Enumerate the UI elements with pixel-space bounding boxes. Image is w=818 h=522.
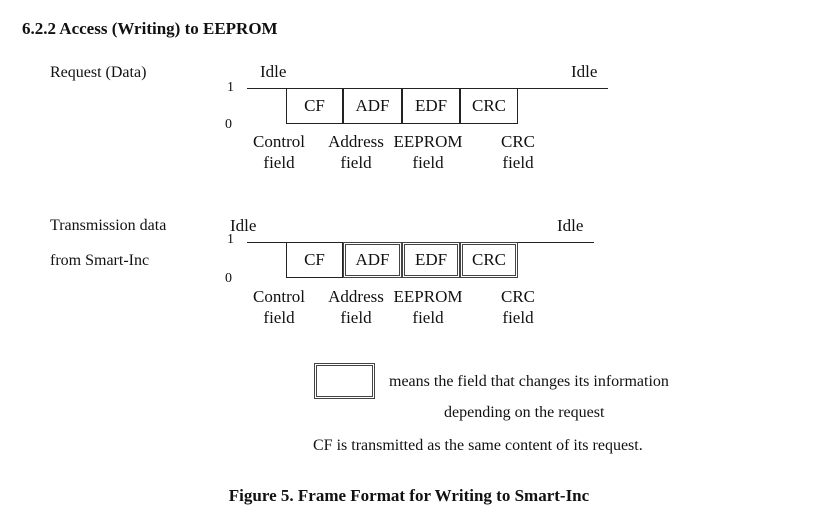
transmission-cf-caption: Control field bbox=[234, 286, 324, 328]
caption-line1: EEPROM bbox=[393, 132, 463, 151]
caption-line1: CRC bbox=[500, 287, 536, 306]
caption-line2: field bbox=[412, 308, 444, 327]
request-idle-end: Idle bbox=[571, 62, 598, 81]
request-idle-line-end bbox=[518, 88, 608, 89]
transmission-level-low: 0 bbox=[225, 271, 232, 286]
caption-line2: field bbox=[263, 153, 295, 172]
request-crc-caption: CRC field bbox=[473, 131, 563, 173]
transmission-adf-caption: Address field bbox=[311, 286, 401, 328]
request-cf-box: CF bbox=[286, 88, 343, 124]
transmission-idle-start: Idle bbox=[230, 216, 257, 235]
caption-line1: CRC bbox=[500, 132, 536, 151]
transmission-edf-caption: EEPROM field bbox=[383, 286, 473, 328]
caption-line1: EEPROM bbox=[393, 287, 463, 306]
transmission-level-high: 1 bbox=[227, 232, 234, 247]
transmission-cf-box: CF bbox=[286, 242, 343, 278]
transmission-crc-caption: CRC field bbox=[473, 286, 563, 328]
request-crc-box: CRC bbox=[460, 88, 518, 124]
legend-text-line1: means the field that changes its informa… bbox=[389, 373, 669, 390]
request-idle-start: Idle bbox=[260, 62, 287, 81]
transmission-label-line2: from Smart-Inc bbox=[50, 252, 150, 269]
transmission-edf-box: EDF bbox=[402, 242, 460, 278]
caption-line2: field bbox=[502, 153, 534, 172]
caption-line2: field bbox=[502, 308, 534, 327]
transmission-crc-box: CRC bbox=[460, 242, 518, 278]
transmission-idle-end: Idle bbox=[557, 216, 584, 235]
legend-text-line2: depending on the request bbox=[444, 404, 605, 421]
request-edf-box: EDF bbox=[402, 88, 460, 124]
figure-caption: Figure 5. Frame Format for Writing to Sm… bbox=[228, 486, 590, 505]
request-cf-caption: Control field bbox=[234, 131, 324, 173]
legend-swatch bbox=[314, 363, 375, 399]
transmission-label-line1: Transmission data bbox=[50, 217, 167, 234]
caption-line1: Address bbox=[328, 132, 384, 151]
transmission-adf-box: ADF bbox=[343, 242, 402, 278]
caption-line2: field bbox=[412, 153, 444, 172]
request-adf-caption: Address field bbox=[311, 131, 401, 173]
caption-line1: Control bbox=[253, 132, 305, 151]
request-level-high: 1 bbox=[227, 80, 234, 95]
request-idle-line-start bbox=[247, 88, 286, 89]
caption-line2: field bbox=[340, 308, 372, 327]
request-level-low: 0 bbox=[225, 117, 232, 132]
section-title: 6.2.2 Access (Writing) to EEPROM bbox=[22, 19, 278, 38]
request-label: Request (Data) bbox=[50, 64, 147, 81]
transmission-idle-line-end bbox=[518, 242, 594, 243]
cf-note: CF is transmitted as the same content of… bbox=[313, 437, 643, 454]
request-edf-caption: EEPROM field bbox=[383, 131, 473, 173]
request-adf-box: ADF bbox=[343, 88, 402, 124]
caption-line1: Control bbox=[253, 287, 305, 306]
transmission-idle-line-start bbox=[247, 242, 286, 243]
caption-line2: field bbox=[263, 308, 295, 327]
caption-line1: Address bbox=[328, 287, 384, 306]
caption-line2: field bbox=[340, 153, 372, 172]
